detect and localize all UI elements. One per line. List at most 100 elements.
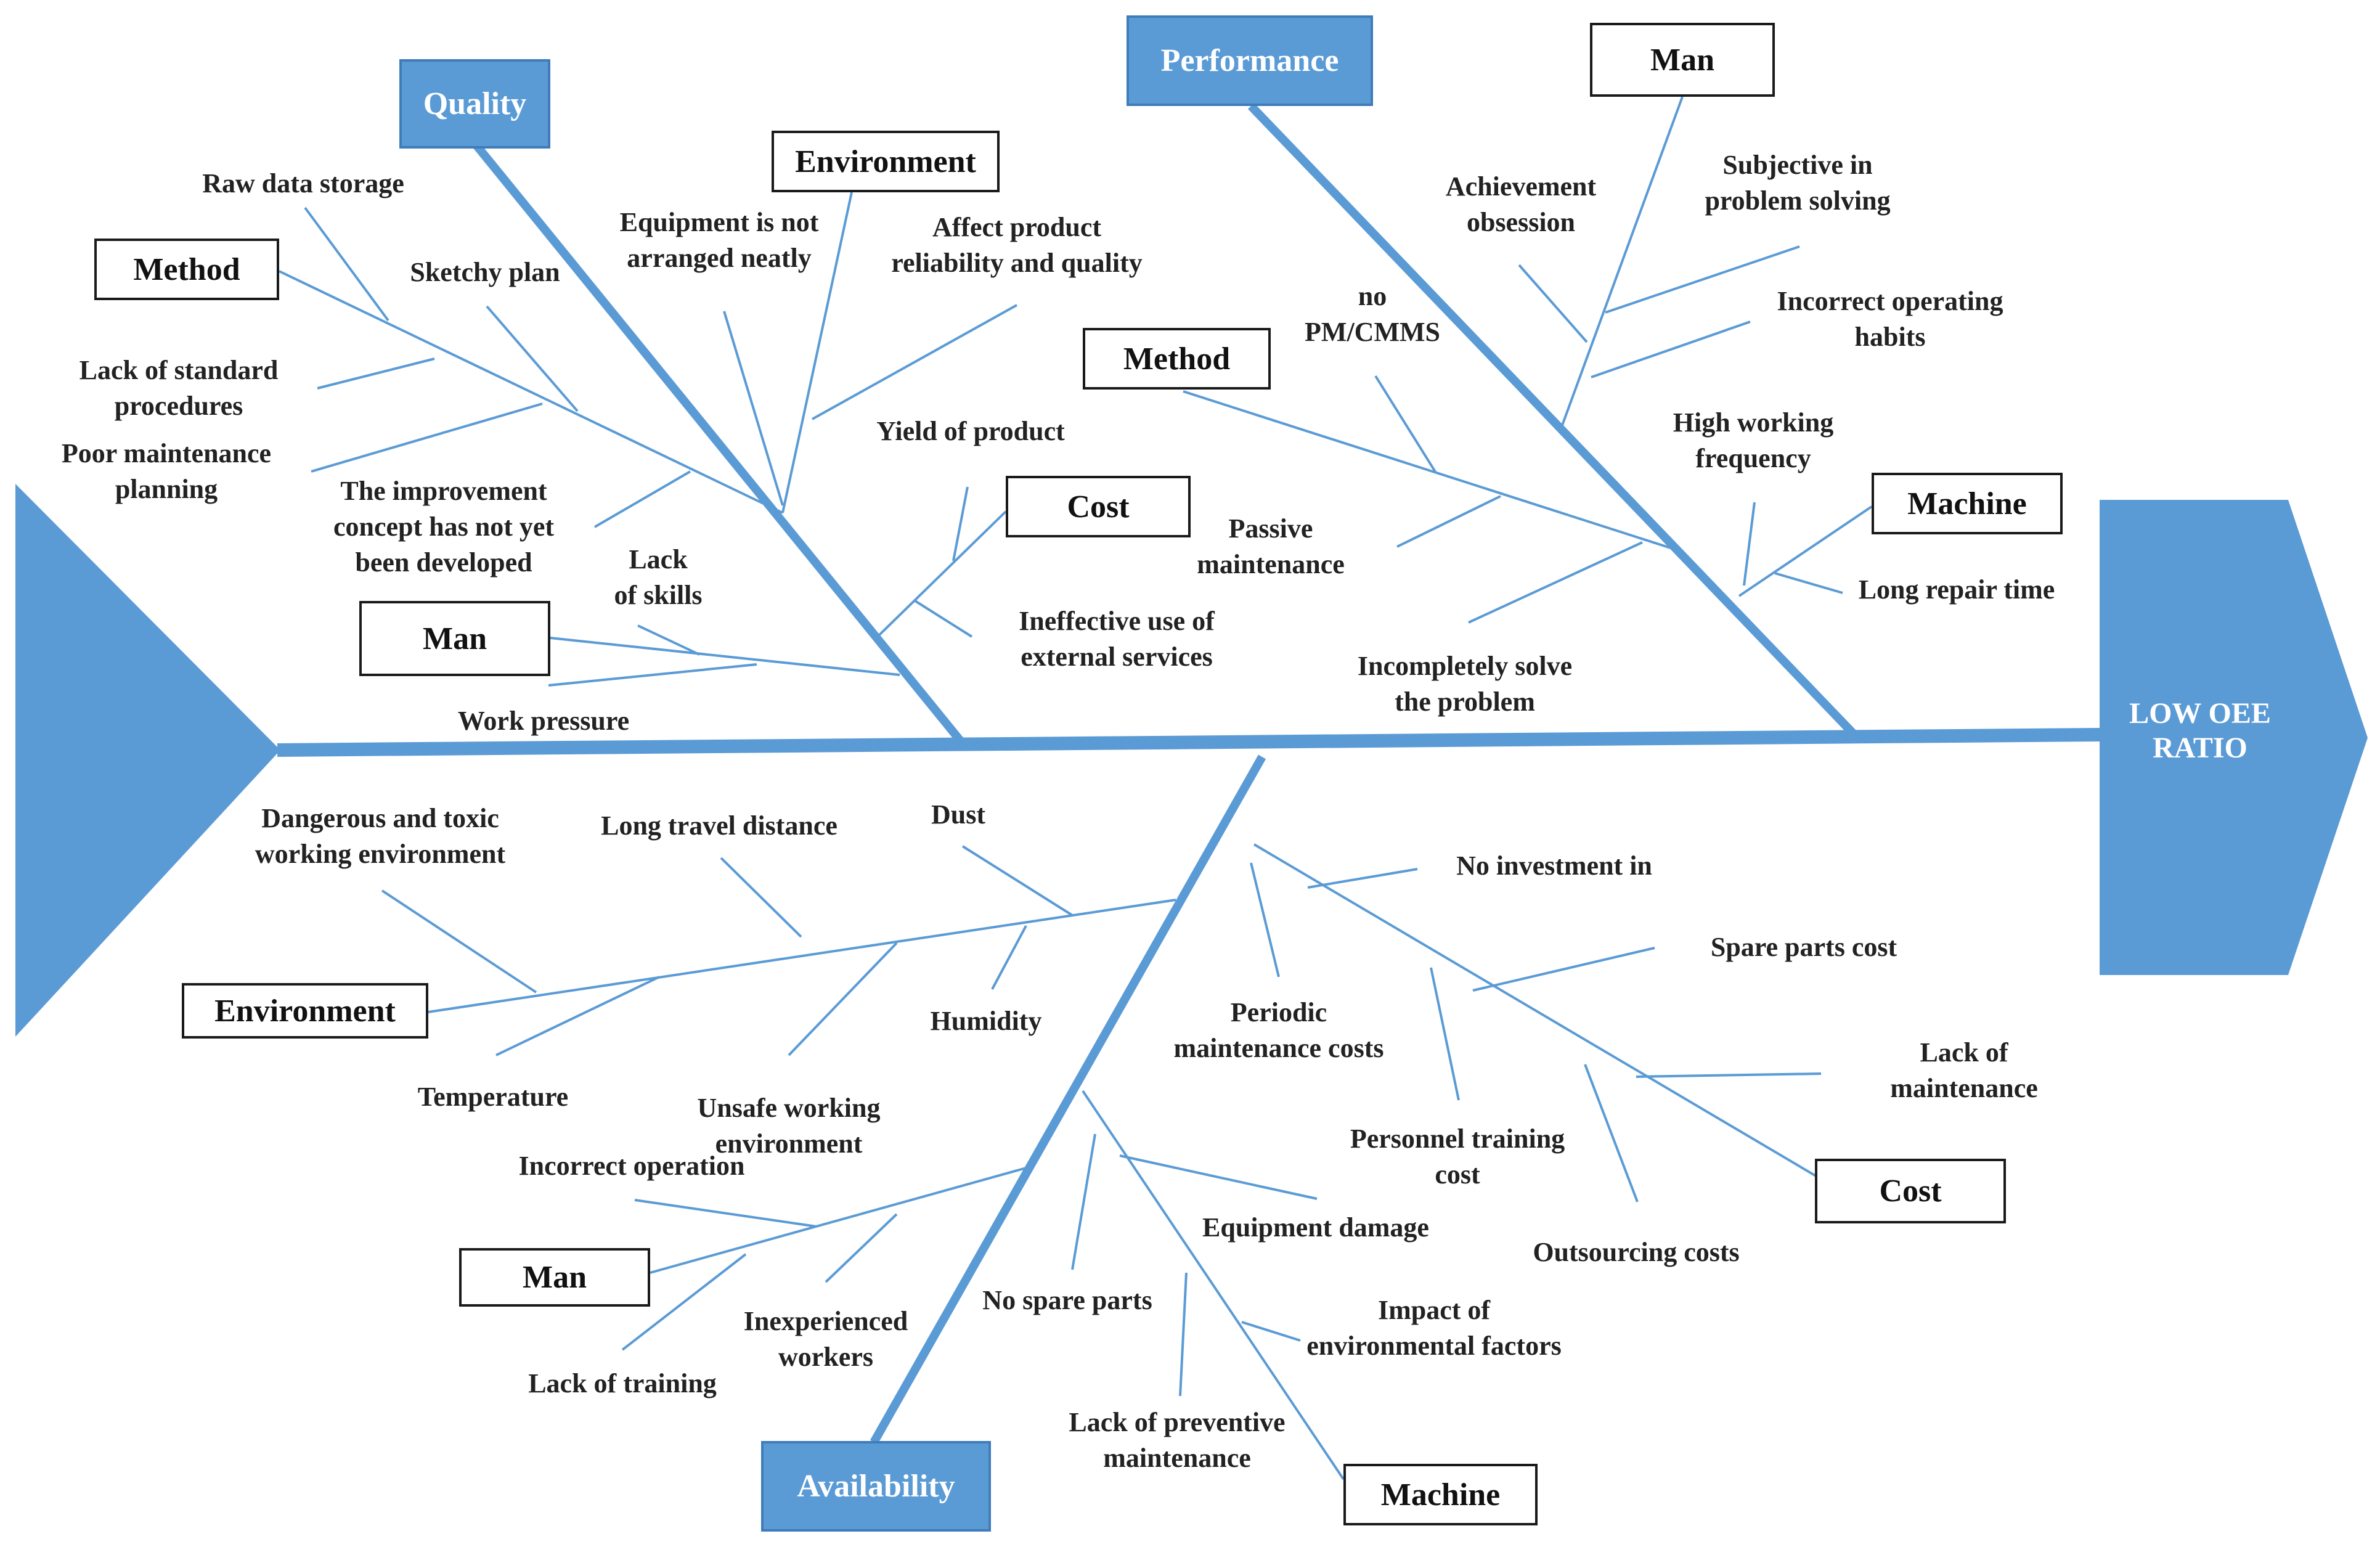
quality-man-bone: [550, 637, 900, 676]
performance-method-cause-line: [1374, 375, 1437, 474]
availability-machine-cause-line: [1071, 1133, 1096, 1270]
availability-environment-box: Environment: [182, 983, 428, 1039]
cause-label: Inexperienced workers: [743, 1306, 908, 1372]
availability-cost-box: Cost: [1815, 1159, 2006, 1223]
availability-bone: [870, 754, 1266, 1445]
quality-cost-cause-line: [914, 600, 973, 638]
availability-machine-cause-line: [1179, 1272, 1188, 1397]
availability-man-box: Man: [459, 1248, 650, 1307]
category-performance: Performance: [1127, 15, 1373, 106]
quality-bone: [471, 140, 968, 749]
quality-environment-cause-line: [812, 304, 1017, 420]
availability-cost-bone: [1253, 843, 1819, 1178]
cause-label: Poor maintenance planning: [61, 438, 272, 504]
quality-method-cause-line: [486, 305, 579, 412]
cause-label: Outsourcing costs: [1533, 1237, 1740, 1267]
availability-environment-bone: [428, 899, 1176, 1013]
quality-environment-bone: [781, 192, 853, 513]
cause-label: Long travel distance: [601, 810, 837, 841]
cause-label: Unsafe working environment: [697, 1093, 881, 1159]
availability-machine-cause-line: [1119, 1154, 1318, 1200]
cause-label: Equipment is not arranged neatly: [619, 207, 819, 273]
category-availability: Availability: [761, 1441, 991, 1532]
quality-man-box: Man: [359, 601, 550, 676]
availability-cost-cause-line: [1307, 868, 1418, 889]
cause-label: Personnel training cost: [1350, 1124, 1565, 1190]
performance-method-cause-line: [1396, 495, 1501, 548]
quality-method-cause-line: [317, 357, 435, 390]
quality-method-cause-line: [311, 402, 543, 473]
fish-head-shape: [2100, 500, 2368, 975]
cause-label: Raw data storage: [202, 168, 404, 198]
cause-label: Passive maintenance: [1197, 513, 1345, 579]
cause-label: Incompletely solve the problem: [1357, 651, 1573, 717]
availability-machine-cause-line: [1241, 1321, 1301, 1342]
cause-label: Dust: [931, 799, 986, 830]
performance-man-cause-line: [1518, 264, 1588, 343]
cause-label: Periodic maintenance costs: [1173, 997, 1384, 1063]
cause-label: Lack of maintenance: [1890, 1037, 2038, 1103]
performance-method-box: Method: [1083, 328, 1271, 390]
cause-label: Lack of skills: [614, 544, 703, 610]
cause-label: Dangerous and toxic working environment: [255, 803, 506, 869]
cause-label: High working frequency: [1673, 407, 1834, 473]
quality-environment-cause-line: [723, 311, 784, 506]
cause-label: Achievement obsession: [1445, 171, 1597, 237]
availability-environment-cause-line: [381, 889, 537, 994]
availability-man-bone: [650, 1167, 1027, 1274]
quality-cost-cause-line: [952, 486, 969, 561]
quality-environment-box: Environment: [772, 131, 1000, 192]
availability-environment-cause-line: [991, 925, 1027, 990]
availability-environment-cause-line: [495, 976, 660, 1056]
quality-man-cause-line: [637, 624, 700, 656]
availability-cost-cause-line: [1430, 967, 1460, 1101]
quality-cost-box: Cost: [1006, 476, 1191, 537]
performance-man-cause-line: [1591, 320, 1751, 378]
cause-label: Lack of training: [528, 1368, 717, 1398]
cause-label: Long repair time: [1858, 574, 2055, 605]
cause-label: no PM/CMMS: [1305, 281, 1440, 347]
performance-man-cause-line: [1605, 245, 1800, 314]
performance-method-cause-line: [1468, 541, 1643, 624]
cause-label: The improvement concept has not yet been…: [333, 476, 555, 578]
availability-environment-cause-line: [720, 857, 802, 938]
availability-environment-cause-line: [961, 845, 1074, 916]
cause-label: No investment in: [1456, 851, 1652, 881]
cause-label: Subjective in problem solving: [1705, 150, 1891, 216]
performance-machine-box: Machine: [1872, 473, 2063, 534]
cause-label: Lack of preventive maintenance: [1069, 1407, 1286, 1473]
availability-cost-cause-line: [1584, 1064, 1639, 1202]
cause-label: Work pressure: [457, 706, 630, 736]
quality-method-cause-line: [304, 206, 389, 322]
quality-method-box: Method: [94, 239, 279, 300]
performance-bone: [1247, 103, 1859, 738]
availability-machine-box: Machine: [1343, 1464, 1538, 1525]
availability-environment-cause-line: [788, 942, 898, 1056]
cause-label: Incorrect operation: [518, 1151, 745, 1181]
cause-label: Ineffective use of external services: [1019, 606, 1215, 672]
cause-label: No spare parts: [982, 1285, 1152, 1315]
main-spine: [277, 728, 2102, 757]
cause-label: Sketchy plan: [410, 257, 560, 287]
quality-man-cause-line: [548, 663, 757, 687]
cause-label: Affect product reliability and quality: [891, 212, 1143, 278]
cause-label: Yield of product: [876, 416, 1065, 446]
performance-machine-cause-line: [1743, 502, 1756, 586]
quality-cost-bone: [878, 510, 1007, 636]
cause-label: Spare parts cost: [1710, 932, 1897, 962]
performance-machine-cause-line: [1774, 572, 1843, 594]
cause-label: Lack of standard procedures: [79, 355, 279, 421]
performance-machine-bone: [1738, 505, 1873, 597]
availability-man-cause-line: [634, 1199, 817, 1228]
cause-label: Temperature: [417, 1082, 569, 1112]
cause-label: Impact of environmental factors: [1306, 1295, 1562, 1361]
availability-cost-cause-line: [1472, 947, 1655, 992]
availability-man-cause-line: [825, 1213, 898, 1283]
cause-label: Incorrect operating habits: [1777, 286, 2003, 352]
effect-label: LOW OEE RATIO: [2129, 697, 2271, 764]
availability-man-cause-line: [621, 1253, 747, 1351]
availability-machine-bone: [1082, 1090, 1345, 1480]
performance-method-bone: [1183, 390, 1677, 551]
